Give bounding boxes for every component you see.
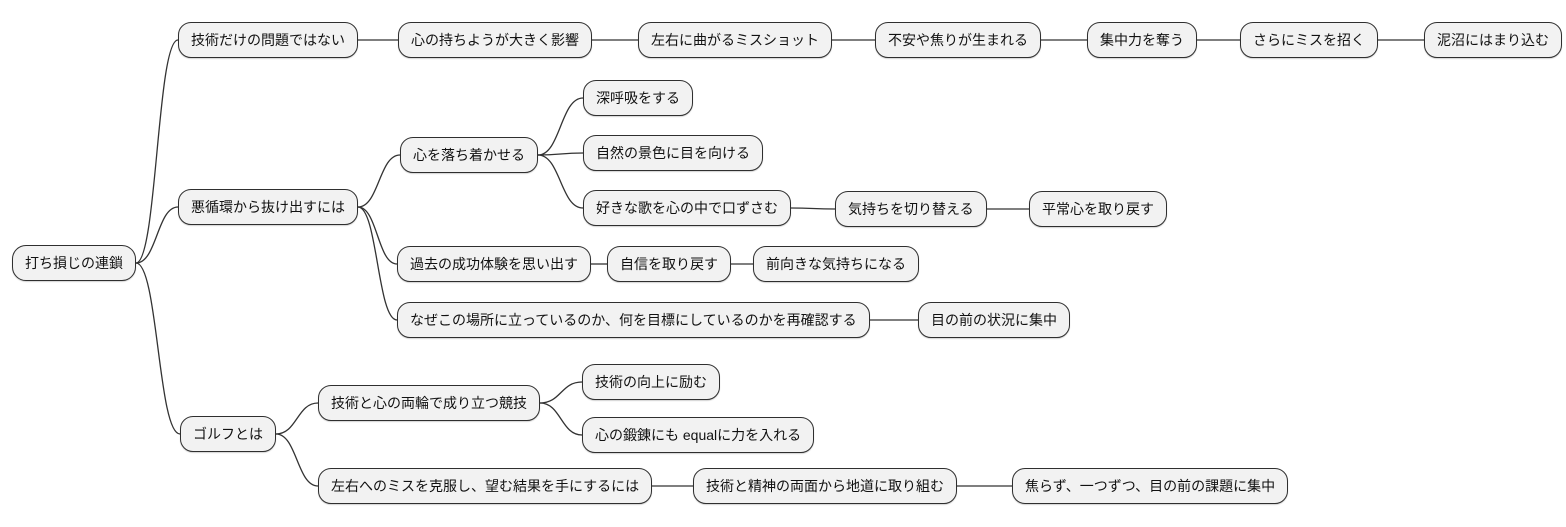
mindmap-node[interactable]: 左右に曲がるミスショット <box>638 22 832 58</box>
mindmap-node[interactable]: 心の鍛錬にも equalに力を入れる <box>582 417 815 453</box>
mindmap-node[interactable]: なぜこの場所に立っているのか、何を目標にしているのかを再確認する <box>397 302 870 338</box>
mindmap-node[interactable]: 集中力を奪う <box>1087 22 1197 58</box>
mindmap-edge <box>275 433 319 487</box>
mindmap-node[interactable]: 平常心を取り戻す <box>1029 191 1167 227</box>
mindmap-edge <box>357 206 398 265</box>
mindmap-edge <box>537 152 584 156</box>
mindmap-node[interactable]: 技術と精神の両面から地道に取り組む <box>693 468 957 504</box>
mindmap-node[interactable]: 泥沼にはまり込む <box>1424 22 1562 58</box>
mindmap-node[interactable]: 心を落ち着かせる <box>400 137 538 173</box>
mindmap-edge <box>357 154 401 208</box>
mindmap-root-node[interactable]: 打ち損じの連鎖 <box>12 245 136 281</box>
mindmap-node[interactable]: 技術と心の両輪で成り立つ競技 <box>318 385 540 421</box>
mindmap-node[interactable]: 深呼吸をする <box>583 80 693 116</box>
mindmap-node[interactable]: 前向きな気持ちになる <box>753 246 919 282</box>
mindmap-node[interactable]: 心の持ちようが大きく影響 <box>398 22 592 58</box>
mindmap-node[interactable]: 気持ちを切り替える <box>835 191 987 227</box>
mindmap-node[interactable]: 目の前の状況に集中 <box>918 302 1070 338</box>
mindmap-node[interactable]: 自信を取り戻す <box>607 246 731 282</box>
mindmap-node[interactable]: 過去の成功体験を思い出す <box>397 246 591 282</box>
mindmap-edge <box>537 154 584 209</box>
mindmap-node[interactable]: 技術の向上に励む <box>582 364 720 400</box>
mindmap-edge <box>790 207 836 210</box>
mindmap-node[interactable]: 焦らず、一つずつ、目の前の課題に集中 <box>1012 468 1289 504</box>
mindmap-edge <box>357 206 398 321</box>
mindmap-node[interactable]: 技術だけの問題ではない <box>178 22 358 58</box>
mindmap-edge <box>539 402 583 436</box>
mindmap-node[interactable]: 自然の景色に目を向ける <box>583 135 763 171</box>
mindmap-edge <box>537 97 584 156</box>
mindmap-edge <box>135 39 179 264</box>
mindmap-edge <box>275 402 319 435</box>
mindmap-edge <box>135 262 181 435</box>
mindmap-node[interactable]: 左右へのミスを克服し、望む結果を手にするには <box>318 468 653 504</box>
mindmap-node[interactable]: 不安や焦りが生まれる <box>875 22 1041 58</box>
mindmap-node[interactable]: さらにミスを招く <box>1240 22 1378 58</box>
mindmap-node[interactable]: ゴルフとは <box>180 416 276 452</box>
mindmap-edge <box>539 381 583 404</box>
mindmap-edge <box>135 206 179 264</box>
mindmap-node[interactable]: 悪循環から抜け出すには <box>178 189 358 225</box>
mindmap-node[interactable]: 好きな歌を心の中で口ずさむ <box>583 190 791 226</box>
